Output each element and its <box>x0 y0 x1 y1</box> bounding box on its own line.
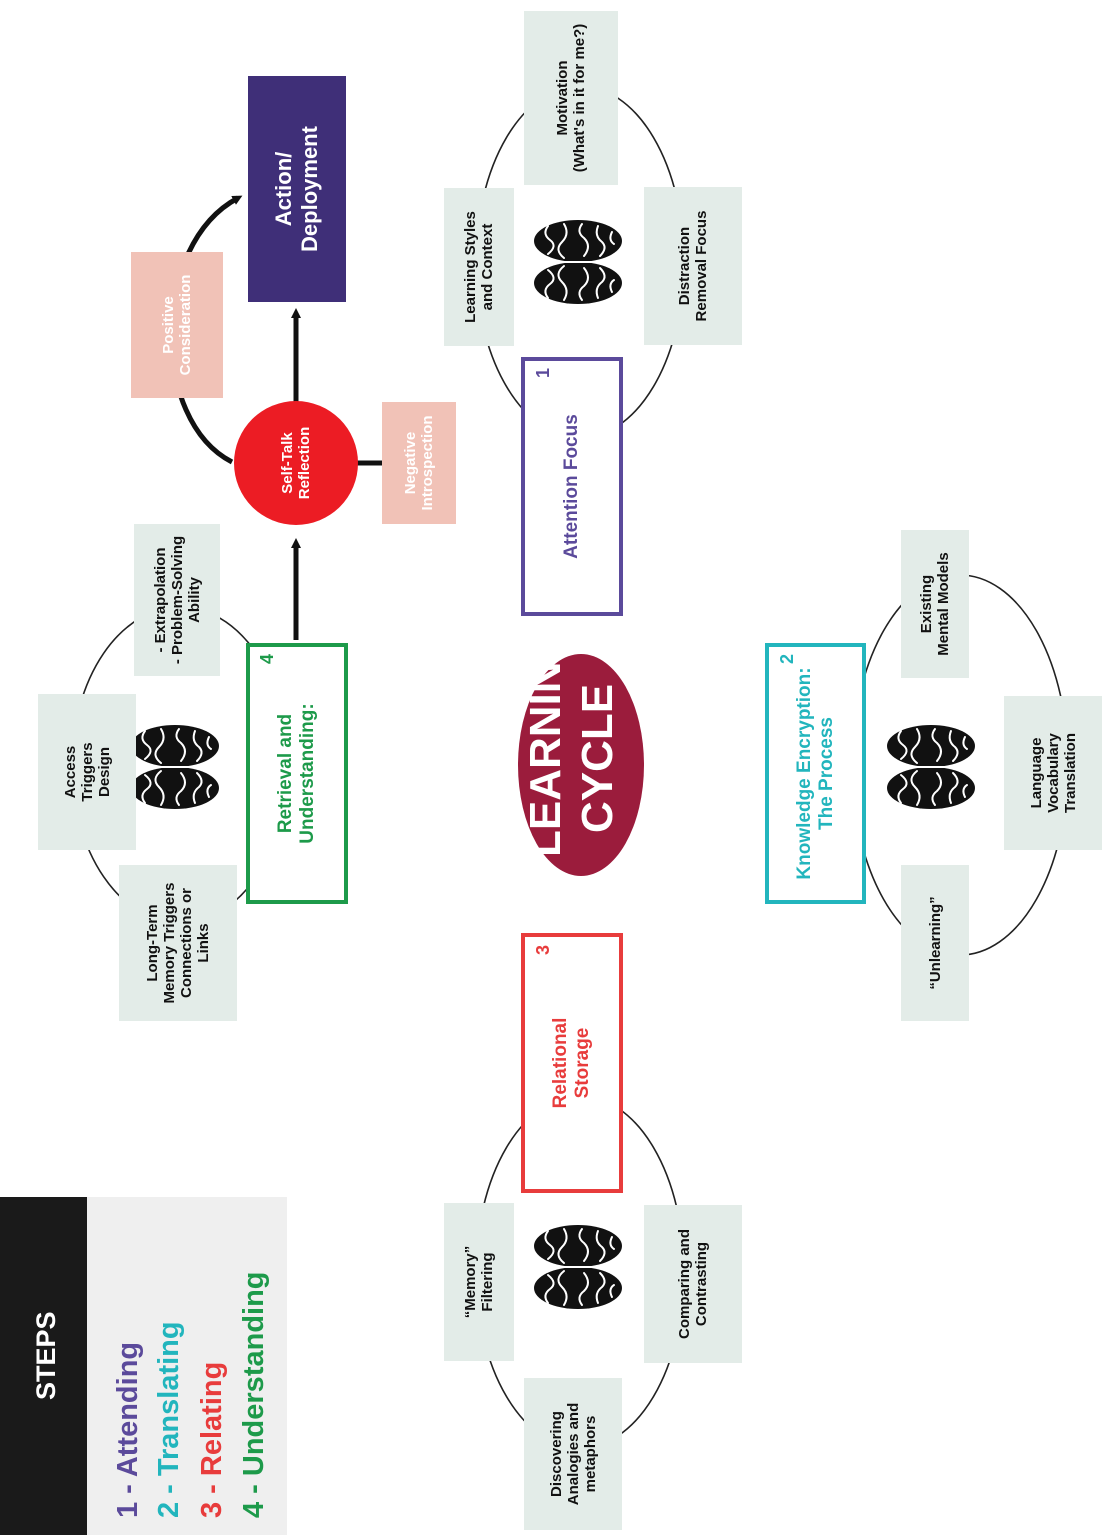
relational-box <box>521 933 623 1193</box>
relational-number: 3 <box>533 944 553 955</box>
self-talk-circle <box>234 401 358 525</box>
relational-item-memory-filtering: “Memory” Filtering <box>444 1203 514 1361</box>
relational-brain-icon <box>533 1224 623 1310</box>
attention-item-distraction: Distraction Removal Focus <box>644 187 742 345</box>
encryption-brain-icon <box>886 724 976 810</box>
step-translating: 2 - Translating <box>153 1321 185 1518</box>
encryption-title: Knowledge Encryption: The Process <box>793 667 837 880</box>
retrieval-brain-icon <box>130 724 220 810</box>
positive-consideration-box: Positive Consideration <box>131 252 223 398</box>
retrieval-item-extrapolation: - Extrapolation - Problem-Solving Abilit… <box>134 524 220 676</box>
step-attending: 1 - Attending <box>112 1341 144 1518</box>
attention-focus-box <box>521 357 623 616</box>
retrieval-box <box>246 643 348 904</box>
relational-item-comparing: Comparing and Contrasting <box>644 1205 742 1363</box>
center-label-line2: CYCLE <box>573 683 622 833</box>
attention-focus-title: Attention Focus <box>561 414 582 559</box>
encryption-item-unlearning: “Unlearning” <box>901 865 969 1021</box>
action-deployment-box: Action/ Deployment <box>248 76 346 302</box>
encryption-box <box>765 643 866 904</box>
center-label-line1: LEARNING <box>521 627 570 857</box>
encryption-item-mental-models: Existing Mental Models <box>901 530 969 678</box>
negative-introspection-box: Negative Introspection <box>382 402 456 524</box>
attention-item-motivation: Motivation (What's in it for me?) <box>524 11 618 185</box>
encryption-item-language: Language Vocabulary Translation <box>1004 696 1102 850</box>
step-relating: 3 - Relating <box>196 1361 228 1518</box>
steps-legend-header <box>0 1197 87 1535</box>
retrieval-item-access-triggers: Access Triggers Design <box>38 694 136 850</box>
relational-item-analogies: Discovering Analogies and metaphors <box>524 1378 622 1530</box>
learning-cycle-oval <box>518 654 644 876</box>
attention-focus-number: 1 <box>533 367 553 378</box>
self-talk-label: Self-Talk Reflection <box>279 426 313 500</box>
encryption-number: 2 <box>777 653 797 664</box>
step-understanding: 4 - Understanding <box>238 1271 270 1518</box>
retrieval-number: 4 <box>257 653 277 664</box>
attention-brain-icon <box>533 219 623 305</box>
retrieval-title: Retrieval and Understanding: <box>275 703 318 844</box>
steps-legend-body <box>87 1197 287 1535</box>
relational-title: Relational Storage <box>550 1017 593 1109</box>
attention-item-learning-styles: Learning Styles and Context <box>444 188 514 346</box>
retrieval-item-long-term: Long-Term Memory Triggers Connections or… <box>119 865 237 1021</box>
steps-title: STEPS <box>31 1311 61 1400</box>
